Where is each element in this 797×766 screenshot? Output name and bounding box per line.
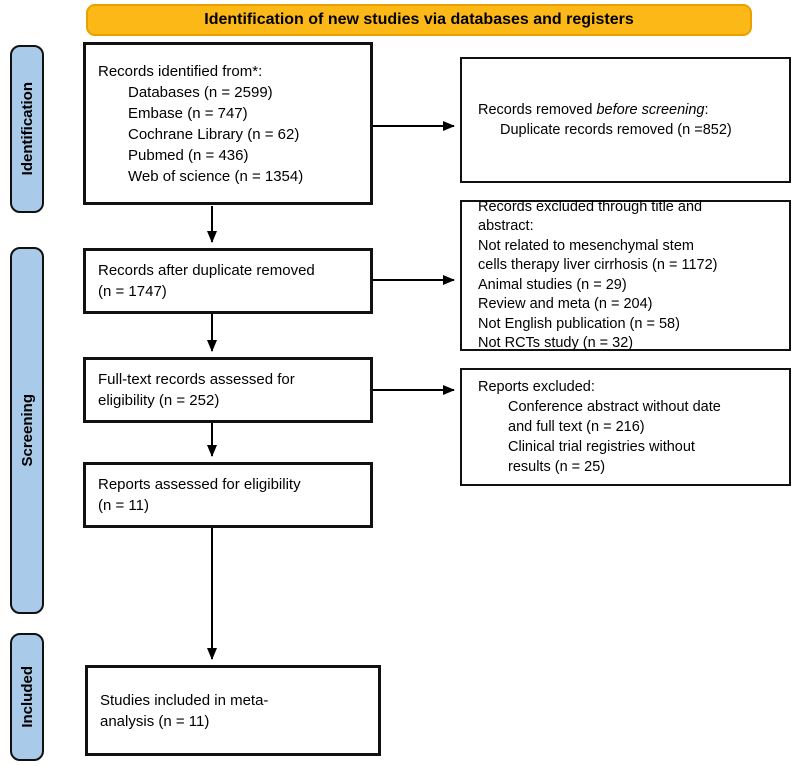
box-line: cells therapy liver cirrhosis (n = 1172) — [478, 257, 718, 273]
box-line: Animal studies (n = 29) — [478, 276, 627, 293]
box-records-after-duplicate: Records after duplicate removed (n = 174… — [83, 248, 373, 314]
stage-label-included-text: Included — [18, 666, 36, 728]
stage-label-identification: Identification — [10, 45, 44, 213]
box-line: Not RCTs study (n = 32) — [478, 335, 634, 351]
box-fulltext-assessed: Full-text records assessed for eligibili… — [83, 357, 373, 423]
box-title: Reports excluded: — [478, 379, 595, 395]
box-reports-assessed: Reports assessed for eligibility (n = 11… — [83, 462, 373, 528]
box-records-excluded-title-abstract: Records excluded through title and abstr… — [460, 198, 791, 351]
box-line: Pubmed (n = 436) — [128, 146, 249, 164]
box-line: Web of science (n = 1354) — [128, 167, 304, 185]
box-title-italic: before screening — [596, 102, 705, 118]
box-line: Review and meta (n = 204) — [478, 296, 653, 312]
box-line: Reports assessed for eligibility — [98, 476, 301, 493]
box-title-plain: Records removed — [478, 102, 597, 118]
box-line: Duplicate records removed (n =852) — [500, 122, 732, 138]
box-line: Not English publication (n = 58) — [478, 315, 680, 332]
box-line: analysis (n = 11) — [100, 712, 210, 730]
box-records-identified: Records identified from*: Databases (n =… — [83, 42, 373, 205]
box-line: Records excluded through title and — [478, 198, 703, 215]
box-line: Conference abstract without date — [508, 399, 721, 415]
box-line: (n = 1747) — [98, 283, 167, 300]
banner: Identification of new studies via databa… — [86, 4, 752, 36]
box-line: abstract: — [478, 218, 534, 234]
box-line: Records after duplicate removed — [98, 262, 315, 279]
box-line: Cochrane Library (n = 62) — [128, 125, 300, 143]
box-line: results (n = 25) — [508, 459, 606, 475]
box-line: (n = 11) — [98, 497, 149, 514]
banner-label: Identification of new studies via databa… — [204, 11, 634, 28]
box-line: Full-text records assessed for — [98, 371, 295, 388]
stage-label-screening-text: Screening — [18, 394, 36, 467]
stage-label-screening: Screening — [10, 247, 44, 614]
stage-label-identification-text: Identification — [18, 82, 36, 176]
box-line: Embase (n = 747) — [128, 104, 248, 122]
box-reports-excluded: Reports excluded: Conference abstract wi… — [460, 368, 791, 486]
box-title: Records identified from*: — [98, 62, 263, 80]
box-studies-included: Studies included in meta- analysis (n = … — [85, 665, 381, 756]
box-title: Records removed before screening: — [478, 100, 781, 120]
box-line: Not related to mesenchymal stem — [478, 237, 694, 254]
box-line: eligibility (n = 252) — [98, 392, 220, 409]
box-line: Clinical trial registries without — [508, 439, 695, 455]
box-records-removed: Records removed before screening: Duplic… — [460, 57, 791, 183]
box-title-colon: : — [704, 102, 709, 118]
box-line: Databases (n = 2599) — [128, 83, 273, 101]
box-line: Studies included in meta- — [100, 691, 269, 709]
stage-label-included: Included — [10, 633, 44, 761]
box-line: and full text (n = 216) — [508, 419, 645, 435]
